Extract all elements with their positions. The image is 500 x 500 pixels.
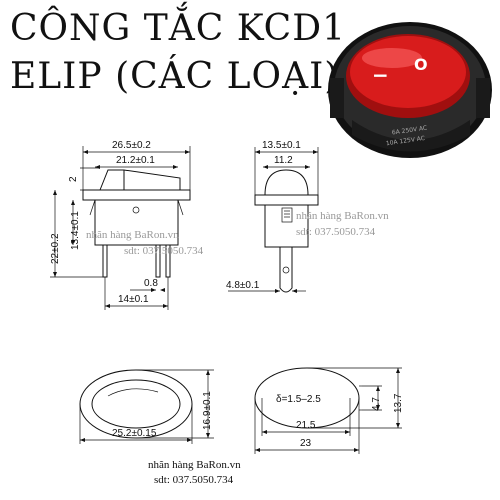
dim-bezel-height: 16.9±0.1	[202, 391, 213, 430]
front-view: 26.5±0.2 21.2±0.1 2 13.4±0.1 22±0.2	[50, 140, 191, 310]
dim-total-height: 22±0.2	[50, 233, 61, 264]
footer-phone: sdt: 037.5050.734	[154, 474, 234, 486]
title-line-2: ELIP (CÁC LOẠI)	[10, 55, 339, 97]
dim-pin-spacing: 14±0.1	[118, 294, 149, 305]
dim-bezel-width: 25.2±0.15	[112, 428, 157, 439]
switch-photo: − O 6A 250V AC 10A 125V AC	[328, 22, 492, 158]
dim-width-outer: 26.5±0.2	[112, 140, 151, 151]
dim-cutout-outer: 23	[300, 438, 312, 449]
dim-side-width: 13.5±0.1	[262, 140, 301, 151]
bezel-view: 25.2±0.15 16.9±0.1	[79, 369, 214, 444]
footer-brand: nhãn hàng BaRon.vn	[148, 459, 241, 471]
panel-thickness: δ=1.5–2.5	[276, 394, 321, 405]
dim-body-height: 13.4±0.1	[70, 211, 81, 250]
rocker-button	[350, 36, 466, 108]
dim-pin-width: 0.8	[144, 278, 158, 289]
title-line-1: CÔNG TẮC KCD1	[10, 3, 346, 49]
dim-rocker-offset: 2	[68, 176, 79, 182]
dim-width-inner: 21.2±0.1	[116, 155, 155, 166]
rocker-on-symbol: −	[372, 63, 389, 87]
side-view: 13.5±0.1 11.2 4.8±0.1	[226, 140, 319, 293]
watermark-right-2: sdt: 037.5050.734	[296, 226, 376, 238]
dim-cutout-small: 4.7	[371, 397, 382, 411]
watermark-right-1: nhãn hàng BaRon.vn	[296, 210, 389, 222]
rocker-off-symbol: O	[414, 55, 428, 74]
dim-cutout-width: 21.5	[296, 420, 316, 431]
dim-side-inner: 11.2	[274, 155, 293, 166]
dim-cutout-height: 13.7	[393, 393, 404, 413]
rating-line-1: 6A 250V AC	[391, 125, 427, 137]
dim-pin-offset: 4.8±0.1	[226, 280, 260, 291]
panel-cutout-view: δ=1.5–2.5 21.5 23 4.7 13.7	[254, 367, 404, 454]
watermark-left-2: sdt: 037.5050.734	[124, 245, 204, 257]
watermark-left-1: nhãn hàng BaRon.vn	[86, 229, 179, 241]
